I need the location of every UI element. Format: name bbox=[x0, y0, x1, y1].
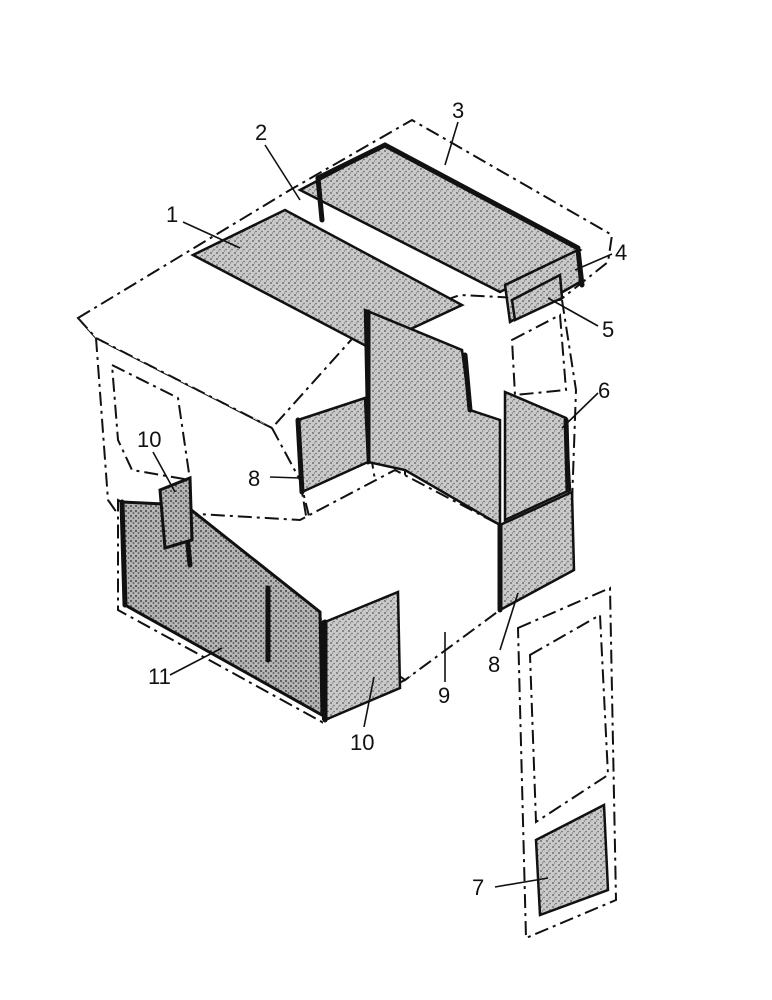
callout-6: 6 bbox=[598, 378, 610, 403]
callout-10-upper: 10 bbox=[137, 427, 161, 452]
leader-3 bbox=[444, 121, 459, 166]
panel-back-wall bbox=[363, 308, 502, 528]
leader-5 bbox=[547, 297, 599, 327]
panel-8-right-lower bbox=[497, 490, 576, 613]
leader-6 bbox=[561, 392, 599, 429]
leader-1 bbox=[182, 221, 241, 249]
callout-11: 11 bbox=[148, 664, 171, 689]
callout-4: 4 bbox=[615, 240, 627, 265]
door-window bbox=[528, 613, 610, 824]
leader-2 bbox=[264, 144, 301, 201]
callout-8-left: 8 bbox=[248, 466, 260, 491]
leader-7 bbox=[494, 877, 549, 888]
callout-9: 9 bbox=[438, 683, 450, 708]
callout-5: 5 bbox=[602, 317, 614, 342]
leader-8b bbox=[499, 592, 519, 651]
leader-lines bbox=[152, 121, 613, 888]
leader-8a bbox=[269, 476, 301, 479]
panel-10-front-lower bbox=[322, 590, 402, 723]
panel-8-left-inner bbox=[295, 396, 370, 495]
panel-7-door-lower bbox=[534, 802, 610, 917]
rear-right-window bbox=[510, 313, 568, 397]
callout-1: 1 bbox=[166, 202, 178, 227]
callout-10-lower: 10 bbox=[350, 730, 374, 755]
leader-11 bbox=[169, 647, 223, 676]
callout-2: 2 bbox=[255, 120, 267, 145]
leader-4 bbox=[574, 253, 613, 271]
callout-7: 7 bbox=[472, 875, 484, 900]
panel-10-left-upper bbox=[158, 475, 194, 550]
panel-6-right-rear bbox=[503, 390, 572, 522]
left-window bbox=[110, 363, 192, 482]
panel-1-roof-liner bbox=[190, 208, 465, 350]
callout-8-right: 8 bbox=[488, 652, 500, 677]
callout-labels: 1 2 3 4 5 6 7 8 8 9 10 10 11 bbox=[137, 98, 627, 900]
leader-10b bbox=[363, 676, 375, 728]
callout-3: 3 bbox=[452, 98, 464, 123]
leader-10a bbox=[152, 451, 176, 493]
door-assembly bbox=[516, 586, 618, 940]
